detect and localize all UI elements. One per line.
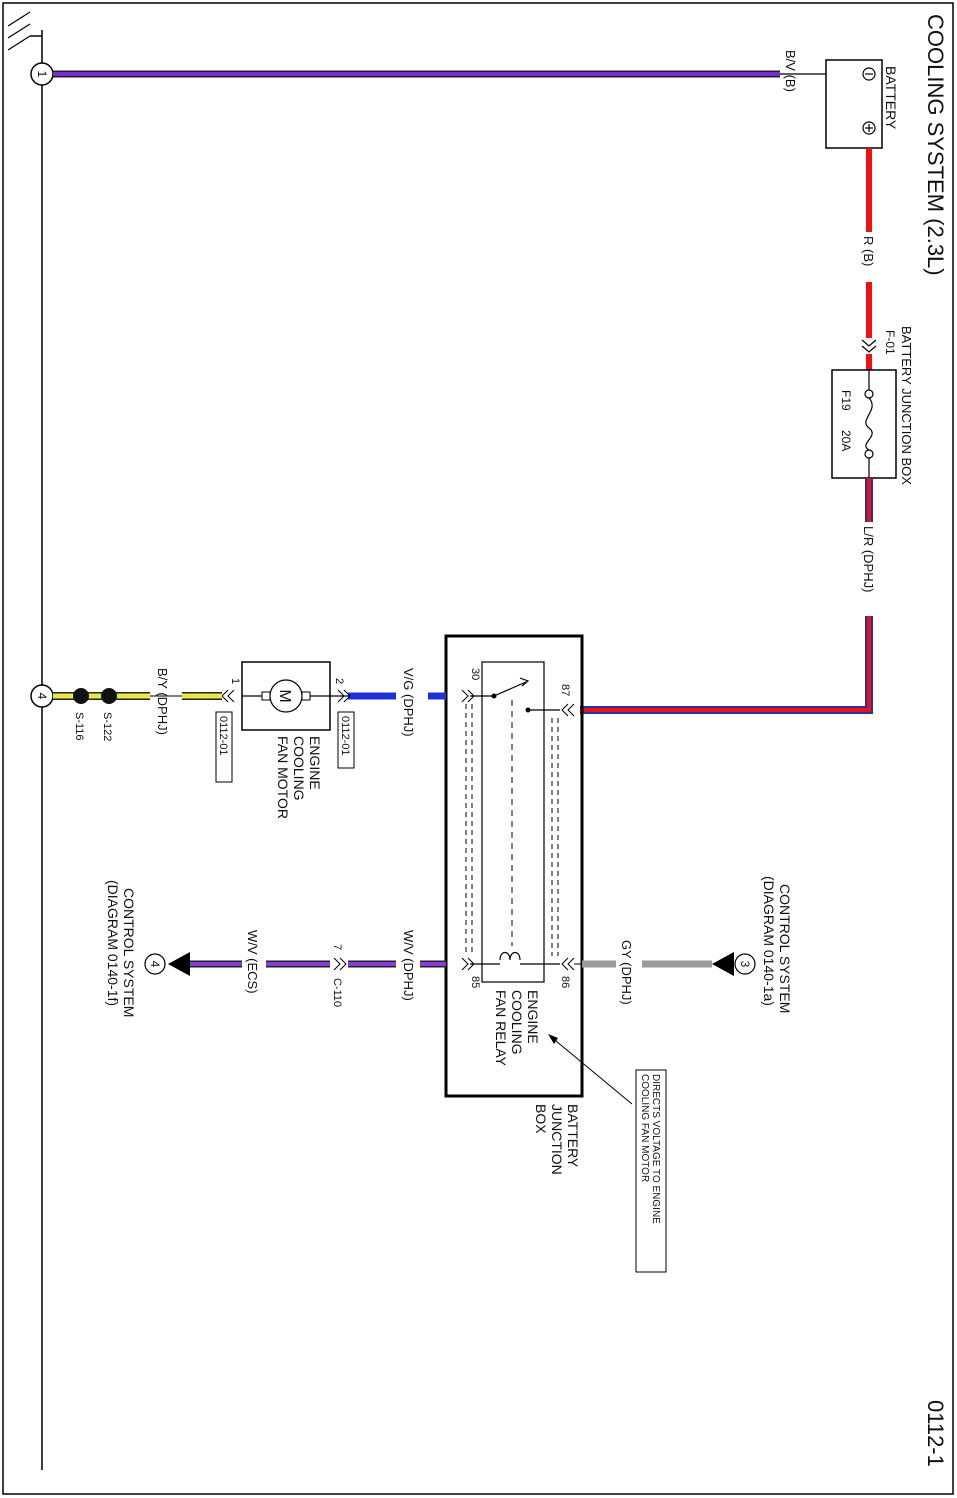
cooling-fan-relay bbox=[461, 661, 575, 983]
svg-text:BOX: BOX bbox=[533, 1104, 549, 1134]
svg-text:COOLING: COOLING bbox=[291, 736, 307, 801]
svg-text:ENGINE: ENGINE bbox=[307, 736, 323, 790]
fuse-rating: 20A bbox=[839, 430, 853, 451]
svg-text:FAN RELAY: FAN RELAY bbox=[493, 990, 509, 1067]
svg-text:JUNCTION: JUNCTION bbox=[549, 1104, 565, 1175]
svg-text:(DIAGRAM 0140-1a): (DIAGRAM 0140-1a) bbox=[761, 876, 777, 1006]
wire-label-vg: V/G (DPHJ) bbox=[401, 668, 416, 737]
wire-label-lr: L/R (DPHJ) bbox=[861, 526, 876, 592]
relay-pin-87: 87 bbox=[559, 684, 571, 696]
fuse-box-label: BATTERY JUNCTION BOX bbox=[899, 326, 914, 485]
svg-text:COOLING: COOLING bbox=[509, 990, 525, 1055]
control-out-arrow bbox=[144, 952, 190, 976]
callout-line-1: DIRECTS VOLTAGE TO ENGINE bbox=[650, 1074, 661, 1224]
motor-conn-b: 0112-01 bbox=[339, 716, 351, 756]
svg-text:CONTROL SYSTEM: CONTROL SYSTEM bbox=[777, 884, 793, 1013]
wire-lr bbox=[580, 478, 873, 714]
motor-label: ENGINE COOLING FAN MOTOR bbox=[275, 736, 323, 819]
motor-conn-b-box bbox=[337, 711, 355, 769]
ground-point-4: 4 bbox=[30, 684, 54, 708]
svg-text:BATTERY: BATTERY bbox=[565, 1104, 581, 1168]
svg-text:1: 1 bbox=[35, 71, 49, 78]
c110-label: C-110 bbox=[331, 978, 343, 1007]
svg-text:CONTROL SYSTEM: CONTROL SYSTEM bbox=[121, 888, 137, 1017]
ground-bus bbox=[7, 11, 43, 1470]
callout-line-2: COOLING FAN MOTOR bbox=[639, 1074, 650, 1182]
wire-label-by: B/Y (DPHJ) bbox=[155, 668, 170, 735]
cooling-fan-motor bbox=[241, 661, 331, 731]
fuse-id: F19 bbox=[839, 390, 853, 411]
splice-s122 bbox=[101, 688, 117, 704]
motor-connector-1 bbox=[221, 689, 235, 703]
svg-text:FAN MOTOR: FAN MOTOR bbox=[275, 736, 291, 819]
svg-text:(DIAGRAM 0140-1f): (DIAGRAM 0140-1f) bbox=[105, 880, 121, 1006]
motor-conn-a-box bbox=[215, 711, 233, 783]
relay-pin-86: 86 bbox=[559, 976, 571, 988]
motor-symbol: M bbox=[276, 689, 293, 702]
splice-s116 bbox=[73, 688, 89, 704]
control-in-arrow bbox=[712, 952, 756, 976]
control-in-label: CONTROL SYSTEM (DIAGRAM 0140-1a) bbox=[761, 876, 793, 1013]
connector-c110 bbox=[333, 957, 347, 971]
fuse-box-connector: F-01 bbox=[883, 330, 897, 355]
wire-label-gy: GY (DPHJ) bbox=[619, 940, 634, 1005]
wire-label-r: R (B) bbox=[861, 236, 876, 266]
wire-label-wv-ecs: W/V (ECS) bbox=[245, 930, 260, 994]
relay-pin-30: 30 bbox=[469, 668, 481, 680]
callout bbox=[548, 1034, 667, 1273]
connector-f01 bbox=[861, 339, 877, 353]
control-out-marker: 4 bbox=[148, 961, 162, 968]
wire-label-wv-dphj: W/V (DPHJ) bbox=[401, 930, 416, 1001]
motor-pin-1: 1 bbox=[229, 678, 241, 684]
wire-label-bv: B/V (B) bbox=[783, 50, 798, 92]
motor-conn-a: 0112-01 bbox=[217, 716, 229, 756]
junction-box bbox=[444, 634, 584, 1098]
relay-pin-85: 85 bbox=[469, 976, 481, 988]
svg-text:4: 4 bbox=[35, 693, 49, 700]
control-out-label: CONTROL SYSTEM (DIAGRAM 0140-1f) bbox=[105, 880, 137, 1017]
junction-box-label: BATTERY JUNCTION BOX bbox=[533, 1104, 581, 1175]
motor-pin-2: 2 bbox=[333, 678, 345, 684]
splice-label-s122: S-122 bbox=[101, 712, 113, 741]
battery bbox=[825, 59, 883, 149]
svg-text:ENGINE: ENGINE bbox=[525, 990, 541, 1044]
battery-label: BATTERY bbox=[883, 66, 899, 130]
motor-connector-2 bbox=[337, 689, 351, 703]
page-title: COOLING SYSTEM (2.3L) bbox=[923, 14, 948, 276]
ground-point-1: 1 bbox=[30, 62, 54, 86]
page-number: 0112-1 bbox=[923, 1400, 948, 1467]
control-in-marker: 3 bbox=[738, 961, 752, 968]
relay-label: ENGINE COOLING FAN RELAY bbox=[493, 990, 541, 1067]
c110-pin: 7 bbox=[331, 944, 343, 950]
splice-label-s116: S-116 bbox=[73, 712, 85, 741]
fuse-f19 bbox=[831, 369, 897, 479]
